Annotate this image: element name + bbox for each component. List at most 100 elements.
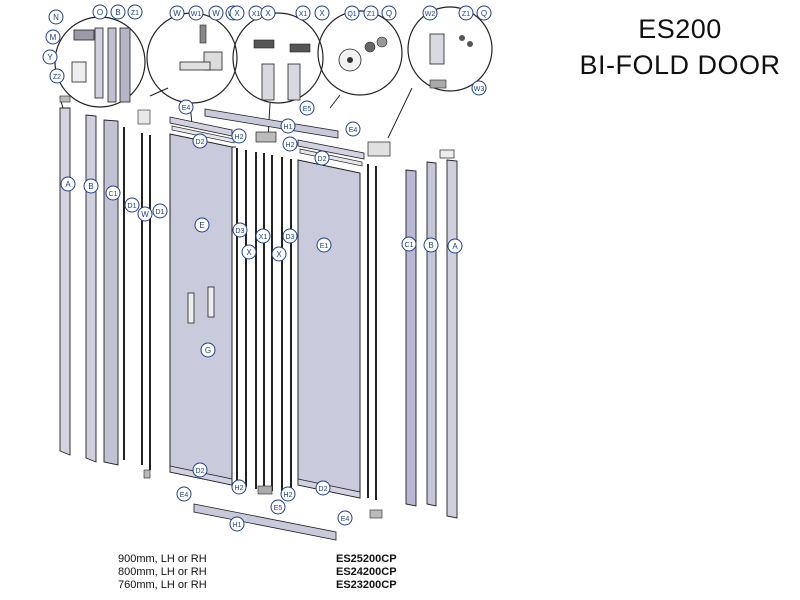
callout-lower: D2 [192,462,208,478]
callout-lower: H2 [280,486,296,502]
callout-label: G [205,346,211,355]
callout-circle [299,100,315,116]
callout-detail-4: Z1 [363,5,379,21]
callout-label: C1 [405,242,414,249]
callout-circle [105,185,121,201]
callout-circle [176,486,192,502]
callout-detail-1: M [45,29,61,45]
callout-label: D1 [156,209,165,216]
callout-detail-5: Z1 [458,5,474,21]
callout-label: Z1 [462,11,470,18]
callout-label: Z2 [53,74,61,81]
detail-circle-4 [317,10,403,109]
callout-label: X1 [259,234,268,241]
callout-label: Y [47,53,53,62]
callout-label: B [428,241,433,250]
callout-upper: D2 [314,150,330,166]
callout-right-profiles: B [423,237,439,253]
callout-detail-3: X [260,5,276,21]
callout-left-profiles: A [60,176,76,192]
callout-circle [169,5,185,21]
callout-detail-3: X [229,5,245,21]
callout-label: D2 [318,156,327,163]
callout-circle [422,5,438,21]
callout-circle [476,5,492,21]
callout-label: H2 [235,134,244,141]
callout-label: D2 [196,468,205,475]
callout-circle [124,197,140,213]
callout-detail-2: W [169,5,185,21]
callout-label: W [141,210,149,219]
callout-circle [345,121,361,137]
callout-circle [260,5,276,21]
callout-label: H2 [286,142,295,149]
callout-circle [381,5,397,21]
callout-centre: D3 [282,228,298,244]
callout-lower: H2 [231,479,247,495]
variant-code: ES25200CP [336,553,397,565]
callout-panel-1: E [194,217,210,233]
callout-detail-1: N [48,9,64,25]
callout-circle [232,222,248,238]
callout-circle [447,238,463,254]
callout-circle [315,480,331,496]
variant-row: 900mm, LH or RH ES25200CP [118,553,438,566]
callout-lower: E4 [337,510,353,526]
callout-label: D3 [236,228,245,235]
callout-label: H1 [233,522,242,529]
callout-circle [192,462,208,478]
callout-label: H2 [235,485,244,492]
callout-detail-4: Q [381,5,397,21]
callout-circle [363,5,379,21]
variant-code: ES23200CP [336,579,397,591]
callout-lower: D2 [315,480,331,496]
model-title: ES200 [638,14,722,44]
callout-label: X [276,250,282,259]
left-profiles [59,107,151,470]
callout-circle [45,29,61,45]
callout-circle [194,217,210,233]
callout-circle [231,128,247,144]
callout-circle [49,68,65,84]
callout-label: W3 [474,86,485,93]
callout-lower: E5 [270,499,286,515]
centre-profiles [236,148,292,494]
callout-circle [344,5,360,21]
callout-label: X1 [252,11,261,18]
callout-label: X [265,9,271,18]
callout-label: H1 [284,124,293,131]
callout-centre: X1 [255,228,271,244]
callout-label: Q1 [347,11,356,18]
callout-circle [271,246,287,262]
callout-left-profiles: B [83,178,99,194]
callout-detail-5: W2 [422,5,438,21]
callout-left-profiles: C1 [105,185,121,201]
callout-circle [152,203,168,219]
variant-table: 900mm, LH or RH ES25200CP 800mm, LH or R… [118,553,438,592]
callout-detail-1: Z1 [127,4,143,20]
callout-circle [188,5,204,21]
callout-label: X [246,248,252,257]
callout-label: E5 [274,505,283,512]
callout-right-profiles: A [447,238,463,254]
callout-circle [48,9,64,25]
callout-label: Z1 [367,11,375,18]
callout-detail-3: X1 [295,5,311,21]
callout-label: W [212,9,220,18]
callout-left-profiles: D1 [124,197,140,213]
callout-label: B [88,182,93,191]
callout-detail-4: Q1 [344,5,360,21]
callout-circle [208,5,224,21]
callout-circle [401,236,417,252]
callout-label: E1 [320,243,329,250]
callout-centre: X [241,244,257,260]
callout-circle [110,4,126,20]
callout-label: C1 [109,191,118,198]
callout-circle [295,5,311,21]
callout-circle [231,479,247,495]
callout-label: A [452,242,458,251]
callout-circle [337,510,353,526]
callout-label: B [115,8,120,17]
callout-label: M [50,33,57,42]
